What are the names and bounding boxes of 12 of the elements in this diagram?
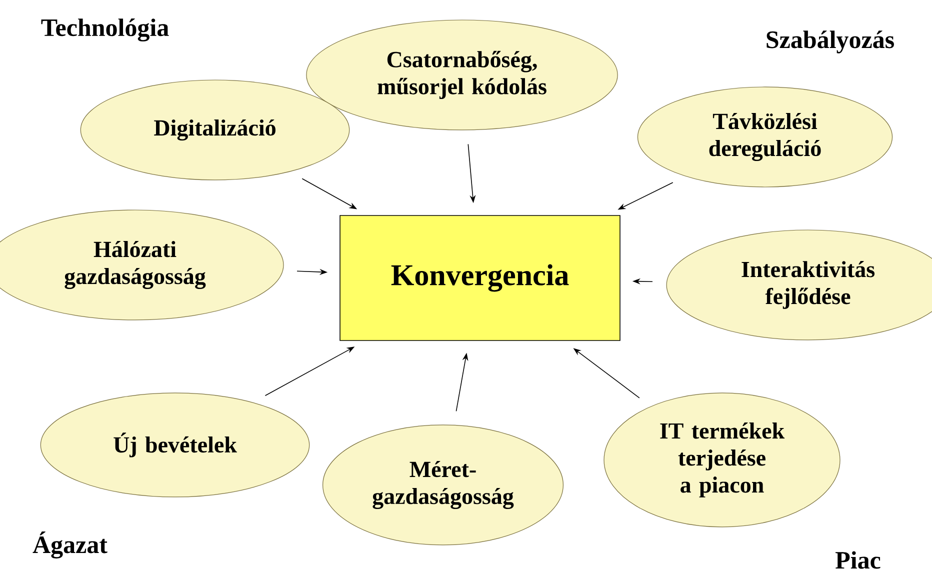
corner-label: Ágazat bbox=[32, 532, 108, 558]
ellipse-node: IT termékek terjedése a piacon bbox=[604, 392, 840, 528]
ellipse-node: Digitalizáció bbox=[80, 80, 350, 180]
ellipse-node: Új bevételek bbox=[40, 392, 310, 498]
ellipse-node: Csatornabőség, műsorjel kódolás bbox=[306, 20, 618, 130]
corner-label: Piac bbox=[836, 551, 880, 569]
corner-label: Technológia bbox=[41, 18, 169, 42]
process-box: Konvergencia bbox=[340, 215, 620, 341]
ellipse-node: Interaktivitás fejlődése bbox=[666, 230, 932, 340]
ellipse-node: Távközlési dereguláció bbox=[637, 86, 893, 188]
corner-label: Szabályozás bbox=[766, 30, 894, 54]
ellipse-node: Méret-gazdaságosság bbox=[322, 424, 564, 546]
